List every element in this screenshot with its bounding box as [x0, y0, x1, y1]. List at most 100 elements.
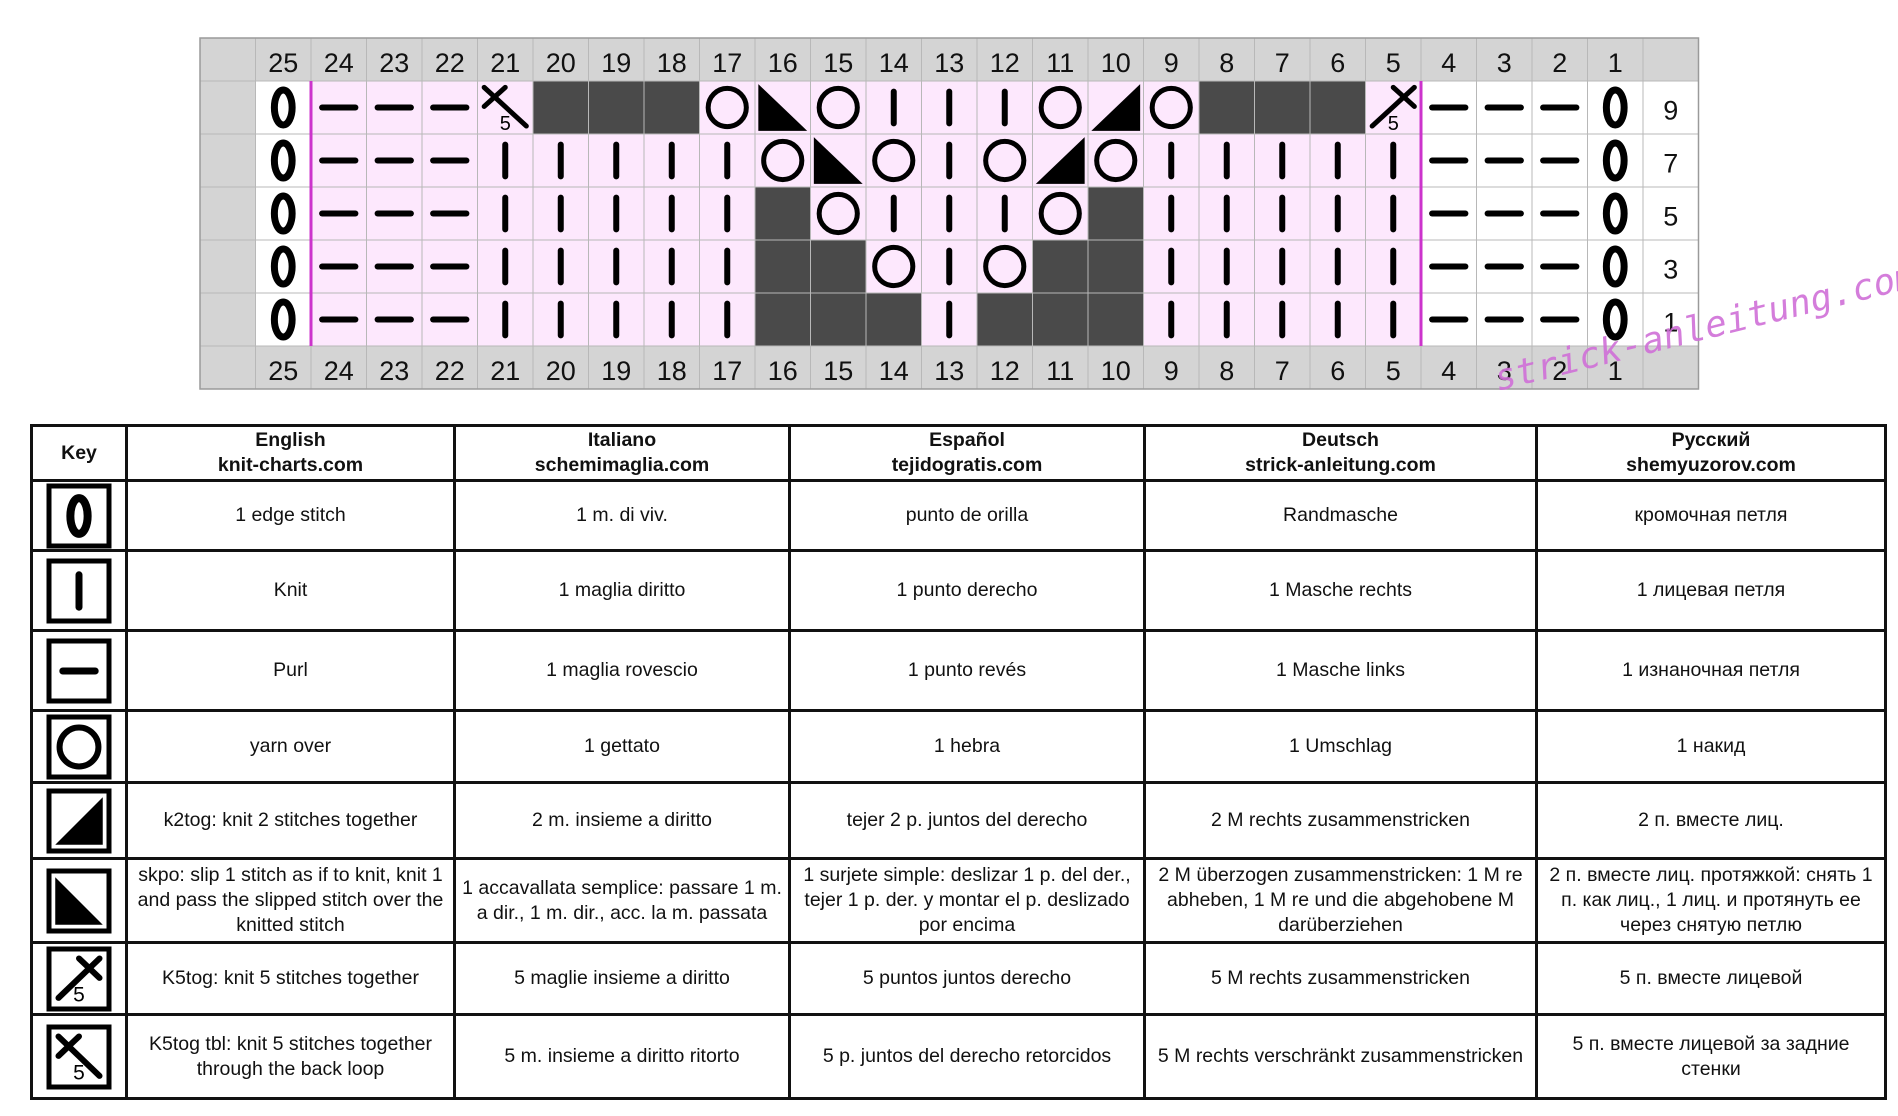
column-number-bottom: 14 — [879, 356, 909, 386]
k5tog-count: 5 — [73, 983, 85, 1006]
k5tog-bar — [76, 954, 103, 981]
chart-cell — [1038, 85, 1082, 130]
edge-stitch-mark — [1602, 298, 1628, 341]
legend-header-text: Русский — [1671, 429, 1751, 451]
legend-text-h_de: Randmasche — [1143, 479, 1538, 552]
yarn-over-mark — [1038, 191, 1082, 236]
legend-symbol-cell: 5 — [30, 1013, 128, 1100]
chart-cell — [810, 293, 866, 346]
chart-cell — [983, 138, 1027, 183]
chart-cell — [983, 244, 1027, 289]
column-number-bottom: 12 — [990, 356, 1020, 386]
k5tog-bar — [481, 84, 508, 109]
legend-text-h_en: k2tog: knit 2 stitches together — [125, 781, 456, 860]
k5tog-tbl-icon: 5 — [46, 1024, 112, 1089]
legend-text-h_it: 1 maglia diritto — [453, 549, 791, 632]
column-number-bottom: 6 — [1330, 356, 1345, 386]
column-number-bottom: 10 — [1101, 356, 1131, 386]
k2tog-mark — [55, 796, 103, 845]
column-number-top: 17 — [712, 48, 742, 78]
legend-symbol-cell — [30, 629, 128, 712]
legend-text-h_ru: кромочная петля — [1535, 479, 1887, 552]
k5tog-diagonal — [55, 954, 103, 1001]
legend-text-h_ru: 2 п. вместе лиц. — [1535, 781, 1887, 860]
chart-cell — [1602, 192, 1628, 235]
column-number-top: 24 — [324, 48, 354, 78]
legend-header-text: shemyuzorov.com — [1626, 454, 1796, 476]
yarn-over-mark — [816, 85, 860, 130]
legend-text-h_de: 2 M rechts zusammenstricken — [1143, 781, 1538, 860]
column-number-bottom: 11 — [1046, 356, 1074, 386]
chart-row-3 — [270, 240, 1628, 293]
column-number-top: 15 — [823, 48, 853, 78]
column-number-bottom: 17 — [712, 356, 742, 386]
column-number-bottom: 18 — [657, 356, 687, 386]
chart-cell — [588, 81, 644, 134]
legend-header-text: knit-charts.com — [217, 454, 364, 476]
chart-cell — [816, 191, 860, 236]
yarn-over-mark — [983, 244, 1027, 289]
chart-cell — [1602, 298, 1628, 341]
legend-header-text: schemimaglia.com — [534, 454, 710, 476]
column-number-bottom: 21 — [490, 356, 520, 386]
column-number-top: 5 — [1386, 48, 1401, 78]
chart-cell — [1602, 245, 1628, 288]
column-number-top: 14 — [879, 48, 909, 78]
legend-text-h_en: skpo: slip 1 stitch as if to knit, knit … — [125, 857, 456, 944]
legend-text-h_de: 1 Masche links — [1143, 629, 1538, 712]
legend-header-text: Español — [929, 429, 1005, 451]
chart-cell — [755, 187, 811, 240]
chart-cell — [1038, 191, 1082, 236]
chart-cell — [1602, 139, 1628, 182]
legend-text-h_ru: 1 накид — [1535, 709, 1887, 784]
column-number-top: 6 — [1330, 48, 1345, 78]
chart-cell — [977, 293, 1033, 346]
k5tog-diagonal — [55, 1032, 103, 1079]
legend-symbol-cell — [30, 479, 128, 552]
purl-icon — [46, 638, 112, 703]
legend-symbol-cell: 5 — [30, 941, 128, 1016]
chart-cell: 5 — [481, 84, 529, 135]
column-number-top: 8 — [1219, 48, 1234, 78]
k5tog-count: 5 — [73, 1061, 85, 1084]
legend-text-h_es: 1 punto derecho — [788, 549, 1146, 632]
chart-cell — [1088, 187, 1144, 240]
k5tog-icon: 5 — [46, 946, 112, 1011]
legend-text-h_it: 1 gettato — [453, 709, 791, 784]
column-number-bottom: 13 — [934, 356, 964, 386]
legend-text-h_es: punto de orilla — [788, 479, 1146, 552]
column-number-top: 19 — [601, 48, 631, 78]
legend-symbol-cell — [30, 549, 128, 632]
chart-cell — [1602, 86, 1628, 129]
legend-text-h_it: 5 m. insieme a diritto ritorto — [453, 1013, 791, 1100]
bottom-number-bar — [200, 346, 1699, 389]
chart-cell — [761, 138, 805, 183]
column-number-bottom: 2 — [1552, 356, 1567, 386]
skpo-icon — [46, 868, 112, 933]
left-margin — [200, 81, 256, 346]
legend-header-text: strick-anleitung.com — [1245, 454, 1436, 476]
legend-header-text: tejidogratis.com — [891, 454, 1043, 476]
legend-symbol-cell — [30, 857, 128, 944]
row-number: 3 — [1663, 255, 1678, 285]
yarn-over-mark — [56, 724, 102, 769]
chart-cell — [270, 86, 296, 129]
column-number-bottom: 20 — [546, 356, 576, 386]
column-number-bottom: 5 — [1386, 356, 1401, 386]
column-number-bottom: 19 — [601, 356, 631, 386]
row-number: 5 — [1663, 202, 1678, 232]
yarn-over-mark — [983, 138, 1027, 183]
yarn-over-mark — [705, 85, 749, 130]
legend-header-text: English — [255, 429, 326, 451]
skpo-mark — [758, 84, 808, 131]
edge-stitch-mark — [1602, 139, 1628, 182]
legend-text-h_es: 1 punto revés — [788, 629, 1146, 712]
edge-stitch-mark — [1602, 192, 1628, 235]
yarn-over-mark — [816, 191, 860, 236]
column-number-top: 9 — [1164, 48, 1179, 78]
yarn-over-mark — [872, 138, 916, 183]
